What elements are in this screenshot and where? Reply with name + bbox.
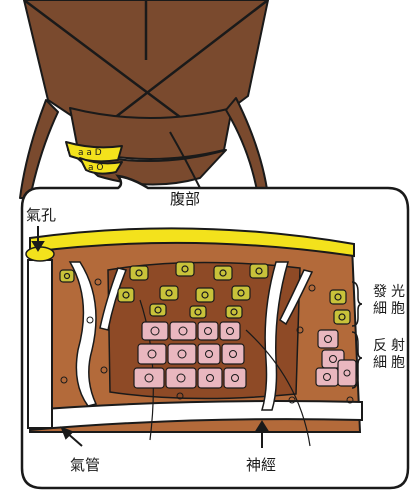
abdomen-label: 腹部 bbox=[170, 192, 200, 207]
spiracle-label: 氣孔 bbox=[26, 208, 56, 223]
nerve-label: 神經 bbox=[246, 458, 276, 473]
reflector-label-col2: 反細 bbox=[372, 338, 388, 372]
lantern-cross-section bbox=[26, 228, 362, 446]
trachea-label: 氣管 bbox=[70, 458, 100, 473]
svg-text:a O: a O bbox=[88, 163, 103, 173]
photocyte-label-col1: 光胞 bbox=[390, 284, 406, 318]
firefly-abdomen-illustration: a a D a O bbox=[20, 0, 268, 198]
photocyte-label-col2: 發細 bbox=[372, 284, 388, 318]
svg-text:a a D: a a D bbox=[78, 148, 102, 158]
reflector-label-col1: 射胞 bbox=[390, 338, 406, 372]
